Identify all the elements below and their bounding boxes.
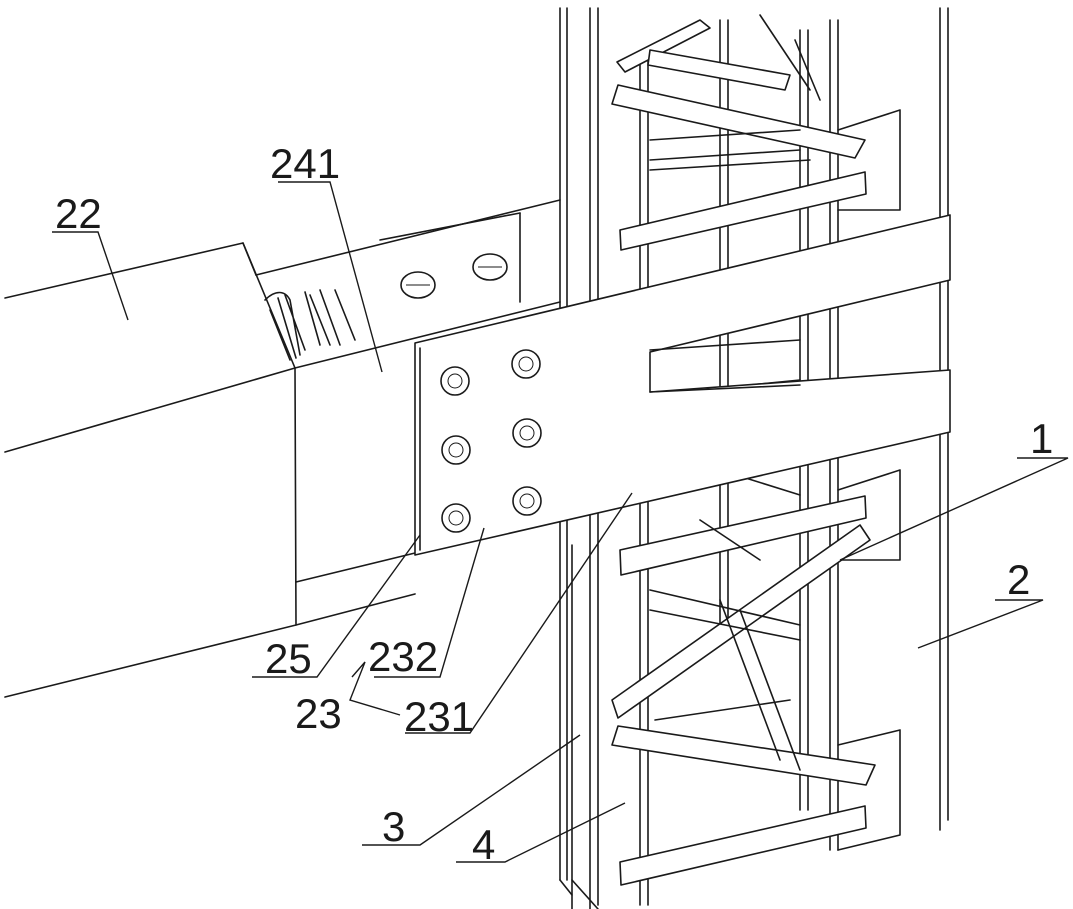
beam-22	[5, 243, 415, 697]
label-1: 1	[1030, 415, 1053, 462]
label-23: 23	[295, 690, 342, 737]
label-25: 25	[265, 635, 312, 682]
label-3: 3	[382, 803, 405, 850]
label-22: 22	[55, 190, 102, 237]
label-232: 232	[368, 633, 438, 680]
label-241: 241	[270, 140, 340, 187]
label-231: 231	[404, 693, 474, 740]
label-4: 4	[472, 821, 495, 868]
label-2: 2	[1007, 556, 1030, 603]
